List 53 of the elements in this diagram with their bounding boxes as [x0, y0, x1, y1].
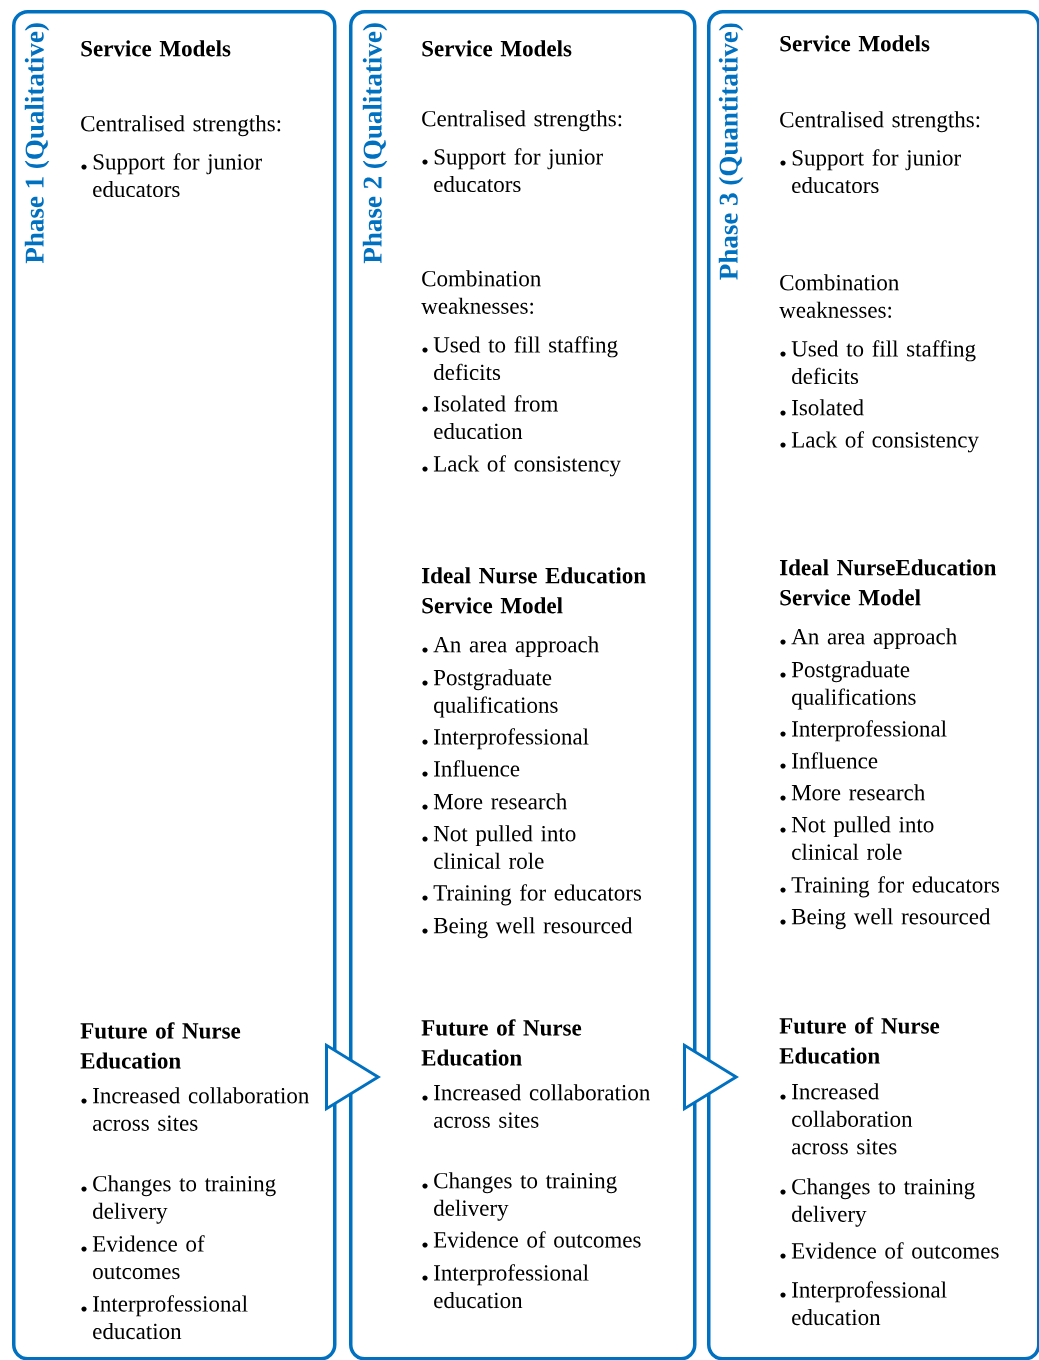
bullet-item: Changes to training delivery: [422, 1172, 617, 1221]
bullet-item: Isolated from education: [422, 395, 559, 440]
phase-label: Phase 2 (Qualitative): [362, 23, 388, 264]
section-heading: Service Models: [81, 40, 231, 57]
bullet-item: Increased collaboration across sites: [780, 1083, 913, 1155]
bullet-item: Isolated: [780, 399, 864, 416]
subheading: Centralised strengths:: [780, 111, 980, 133]
bullet-item: Postgraduate qualifications: [780, 661, 916, 710]
section-heading: Ideal NurseEducation Service Model: [780, 559, 997, 606]
subheading: Centralised strengths:: [422, 110, 622, 132]
bullet-item: Postgraduate qualifications: [422, 669, 558, 718]
section-heading: Future of Nurse Education: [421, 1019, 582, 1066]
bullet-item: Being well resourced: [780, 908, 991, 930]
bullet-item: Lack of consistency: [780, 431, 979, 453]
bullet-item: Interprofessional: [422, 728, 589, 750]
bullet-item: More research: [780, 784, 925, 801]
section-heading: Ideal Nurse Education Service Model: [421, 567, 646, 614]
bullet-item: Used to fill staffing deficits: [422, 336, 618, 381]
bullet-item: Training for educators: [780, 876, 1000, 898]
bullet-item: Influence: [422, 760, 520, 777]
section-heading: Future of Nurse Education: [779, 1017, 940, 1064]
bullet-item: An area approach: [422, 636, 599, 658]
subheading: Centralised strengths:: [81, 115, 281, 137]
section-heading: Service Models: [422, 40, 572, 57]
bullet-item: Increased collaboration across sites: [422, 1084, 650, 1128]
bullet-item: Evidence of outcomes: [780, 1242, 999, 1259]
bullet-item: Changes to training delivery: [780, 1178, 975, 1227]
bullet-item: Support for junior educators: [81, 153, 262, 198]
bullet-item: Not pulled into clinical role: [780, 816, 934, 860]
bullet-item: Interprofessional education: [422, 1264, 589, 1309]
bullet-item: Interprofessional education: [81, 1295, 248, 1340]
bullet-item: Influence: [780, 752, 878, 769]
bullet-item: Evidence of outcomes: [422, 1231, 641, 1248]
bullet-item: More research: [422, 793, 567, 810]
bullet-item: Interprofessional: [780, 720, 947, 742]
bullet-item: Not pulled into clinical role: [422, 825, 576, 869]
bullet-item: Evidence of outcomes: [81, 1235, 205, 1280]
bullet-item: An area approach: [780, 628, 957, 650]
phase-label: Phase 1 (Qualitative): [24, 23, 50, 264]
bullet-item: Lack of consistency: [422, 455, 621, 477]
bullet-item: Being well resourced: [422, 917, 633, 939]
phase-label: Phase 3 (Quantitative): [718, 23, 744, 280]
bullet-item: Training for educators: [422, 884, 642, 906]
subheading: Combination weaknesses:: [421, 270, 541, 314]
bullet-item: Support for junior educators: [422, 148, 603, 193]
bullet-item: Changes to training delivery: [81, 1175, 276, 1224]
bullet-item: Used to fill staffing deficits: [780, 340, 976, 385]
section-heading: Future of Nurse Education: [80, 1022, 241, 1069]
bullet-item: Support for junior educators: [780, 149, 961, 194]
bullet-item: Interprofessional education: [780, 1281, 947, 1326]
bullet-item: Increased collaboration across sites: [81, 1087, 309, 1131]
section-heading: Service Models: [780, 35, 930, 52]
subheading: Combination weaknesses:: [779, 274, 899, 318]
